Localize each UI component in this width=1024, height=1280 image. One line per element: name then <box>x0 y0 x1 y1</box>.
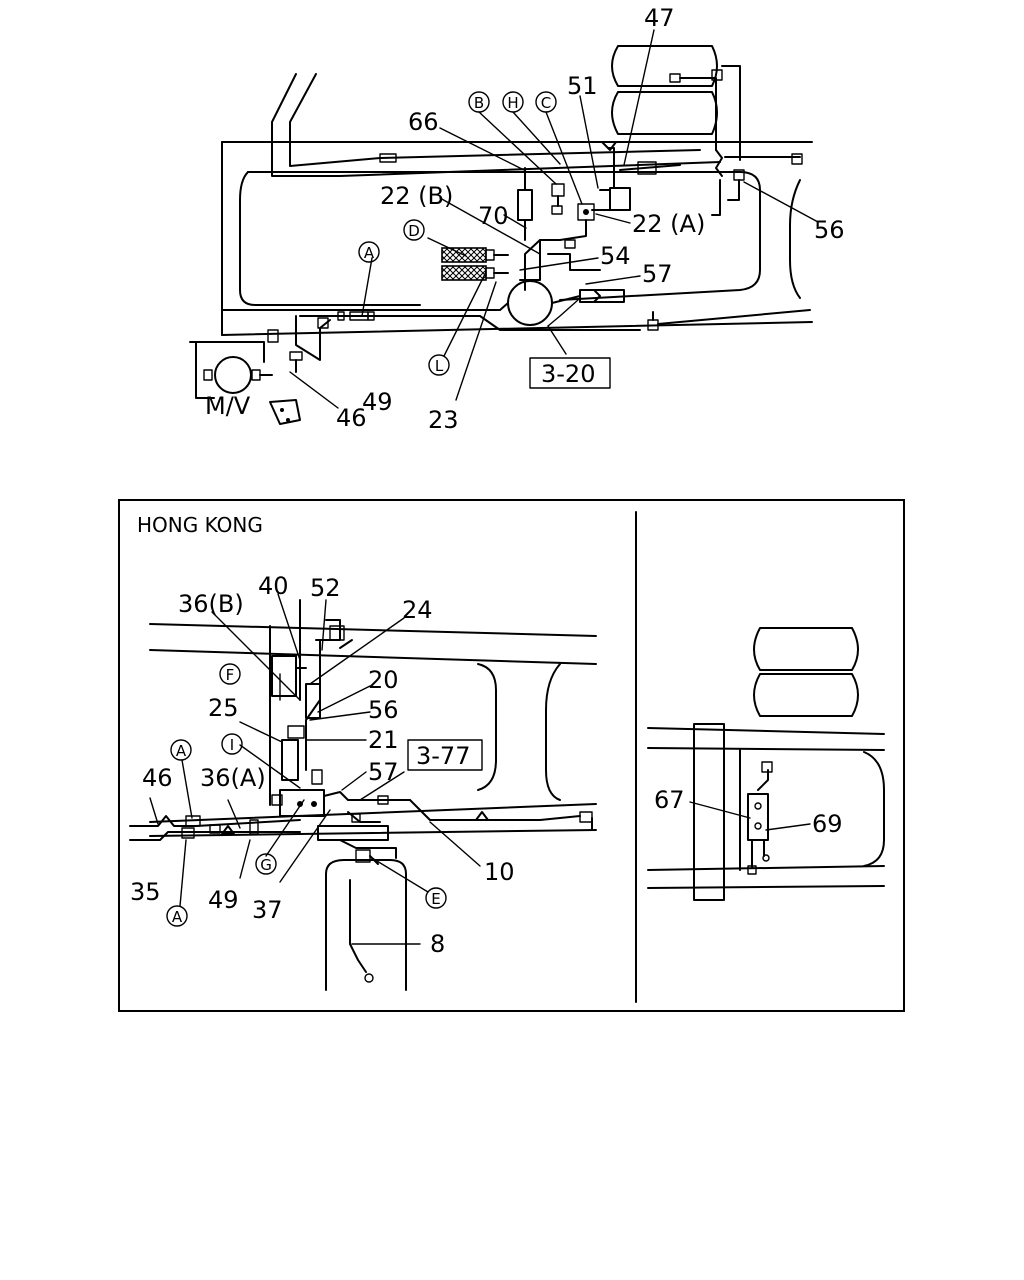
label-36b: 36(B) <box>178 590 244 618</box>
label-10: 10 <box>484 858 515 886</box>
label-56-hk: 56 <box>368 696 399 724</box>
hongkong-panel: HONG KONG <box>118 499 905 1012</box>
svg-text:3-20: 3-20 <box>541 360 595 388</box>
label-57-top: 57 <box>642 260 673 288</box>
callout-h: H <box>502 91 524 113</box>
callout-a-lower: A <box>166 905 188 927</box>
svg-text:A: A <box>176 742 187 760</box>
svg-text:I: I <box>230 736 234 754</box>
callout-c: C <box>535 91 557 113</box>
callout-f: F <box>219 663 241 685</box>
label-mv: M/V <box>205 392 251 420</box>
svg-text:F: F <box>226 666 235 684</box>
label-36a: 36(A) <box>200 764 266 792</box>
svg-text:A: A <box>364 244 375 262</box>
label-56-top: 56 <box>814 216 845 244</box>
label-46-top: 46 <box>336 404 367 432</box>
label-67: 67 <box>654 786 685 814</box>
label-66: 66 <box>408 108 439 136</box>
label-21: 21 <box>368 726 399 754</box>
panel-title: HONG KONG <box>137 513 263 537</box>
label-69: 69 <box>812 810 843 838</box>
label-49-top: 49 <box>362 388 393 416</box>
svg-text:G: G <box>260 856 272 874</box>
label-52: 52 <box>310 574 341 602</box>
svg-text:C: C <box>541 94 551 112</box>
label-57-hk: 57 <box>368 758 399 786</box>
label-70: 70 <box>478 202 509 230</box>
callout-i: I <box>221 733 243 755</box>
label-25: 25 <box>208 694 239 722</box>
label-8: 8 <box>430 930 445 958</box>
label-54: 54 <box>600 242 631 270</box>
callout-e: E <box>425 887 447 909</box>
callout-a-top: A <box>358 241 380 263</box>
svg-text:3-77: 3-77 <box>416 742 470 770</box>
label-47: 47 <box>644 4 675 32</box>
label-37: 37 <box>252 896 283 924</box>
svg-text:H: H <box>507 94 518 112</box>
label-23: 23 <box>428 406 459 434</box>
label-35: 35 <box>130 878 161 906</box>
svg-text:A: A <box>172 908 183 926</box>
motor-valve <box>189 341 273 399</box>
svg-text:B: B <box>474 94 484 112</box>
callout-l: L <box>428 354 450 376</box>
svg-text:D: D <box>408 222 420 240</box>
label-22b: 22 (B) <box>380 182 453 210</box>
callout-g: G <box>255 853 277 875</box>
air-tank-upper <box>611 45 741 161</box>
label-22a: 22 (A) <box>632 210 705 238</box>
top-chassis-diagram: 47 51 66 22 (B) 70 22 (A) 56 54 57 49 46… <box>189 4 845 434</box>
ref-box-3-20[interactable]: 3-20 <box>529 357 611 389</box>
label-24: 24 <box>402 596 433 624</box>
side-panel: 67 69 <box>647 627 885 901</box>
label-51: 51 <box>567 72 598 100</box>
label-49-hk: 49 <box>208 886 239 914</box>
callout-a-upper: A <box>170 739 192 761</box>
svg-text:L: L <box>435 357 444 375</box>
ref-box-3-77[interactable]: 3-77 <box>407 739 483 771</box>
callout-b: B <box>468 91 490 113</box>
label-46-hk: 46 <box>142 764 173 792</box>
svg-text:E: E <box>431 890 440 908</box>
callout-d: D <box>403 219 425 241</box>
label-20: 20 <box>368 666 399 694</box>
label-40: 40 <box>258 572 289 600</box>
